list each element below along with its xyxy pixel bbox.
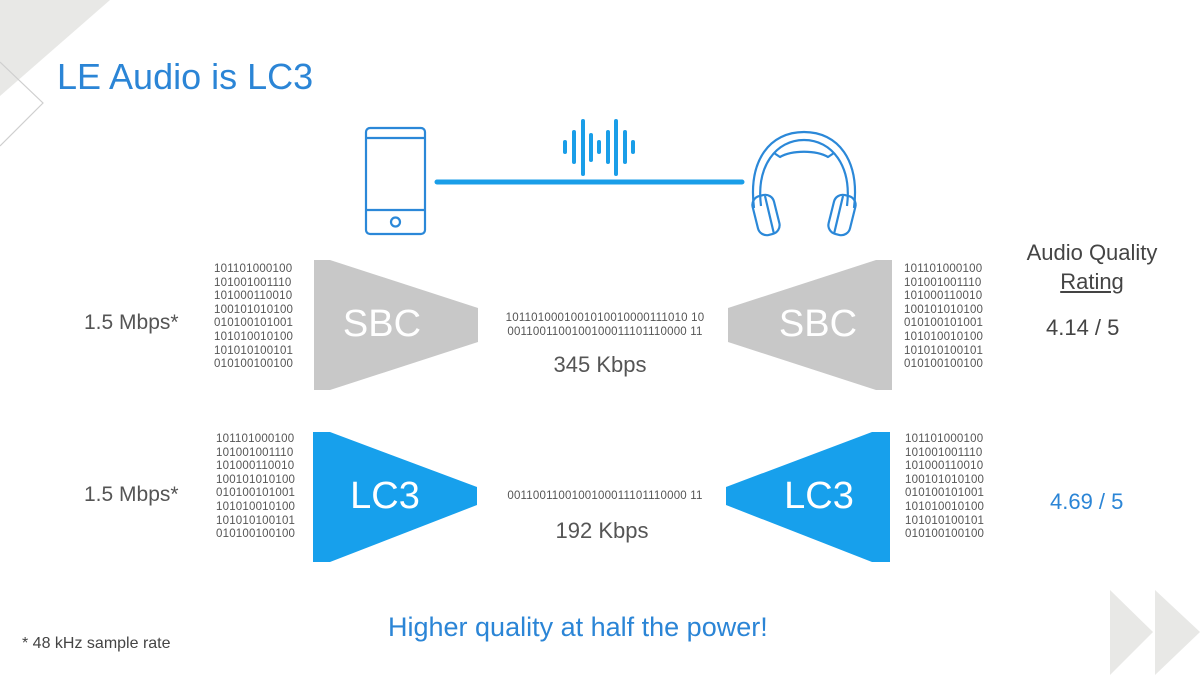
fast-forward-arrows-decoration [1110,590,1200,675]
sbc-input-bits: 101101000100 101001001110 101000110010 1… [214,263,294,371]
lc3-encoder-label: LC3 [350,475,420,517]
headphones-icon [751,130,857,237]
sbc-decoder-label: SBC [778,303,858,345]
lc3-decoder-shape [726,432,890,562]
lc3-output-bits: 101101000100 101001001110 101000110010 1… [905,433,985,541]
sbc-encoder-shape [314,260,478,390]
sound-wave-icon [563,119,635,176]
sbc-output-bits: 101101000100 101001001110 101000110010 1… [904,263,984,371]
rating-header-line2: Rating [1060,269,1124,294]
smartphone-icon [364,126,427,236]
rating-header-line1: Audio Quality [1026,240,1158,265]
lc3-stream-rate: 192 Kbps [555,518,649,543]
footnote: * 48 kHz sample rate [22,635,171,652]
sbc-decoder-shape [728,260,892,390]
slide-title: LE Audio is LC3 [57,56,314,97]
sbc-input-rate: 1.5 Mbps* [84,311,179,334]
sbc-rating: 4.14 / 5 [1046,315,1120,340]
lc3-input-bits: 101101000100 101001001110 101000110010 1… [216,433,296,541]
sbc-stream-rate: 345 Kbps [553,352,647,377]
tagline: Higher quality at half the power! [388,612,768,642]
lc3-decoder-label: LC3 [784,475,854,517]
rating-header: Audio Quality Rating [1016,238,1168,296]
lc3-rating: 4.69 / 5 [1050,489,1124,514]
lc3-input-rate: 1.5 Mbps* [84,483,179,506]
lc3-stream-bits: 0011001100100100011101110000 11 [507,490,703,502]
sbc-encoder-label: SBC [342,303,422,345]
corner-decoration [0,0,110,147]
sbc-stream-bits: 1011010001001010010000111010 10 00110011… [505,312,705,338]
lc3-encoder-shape [313,432,477,562]
